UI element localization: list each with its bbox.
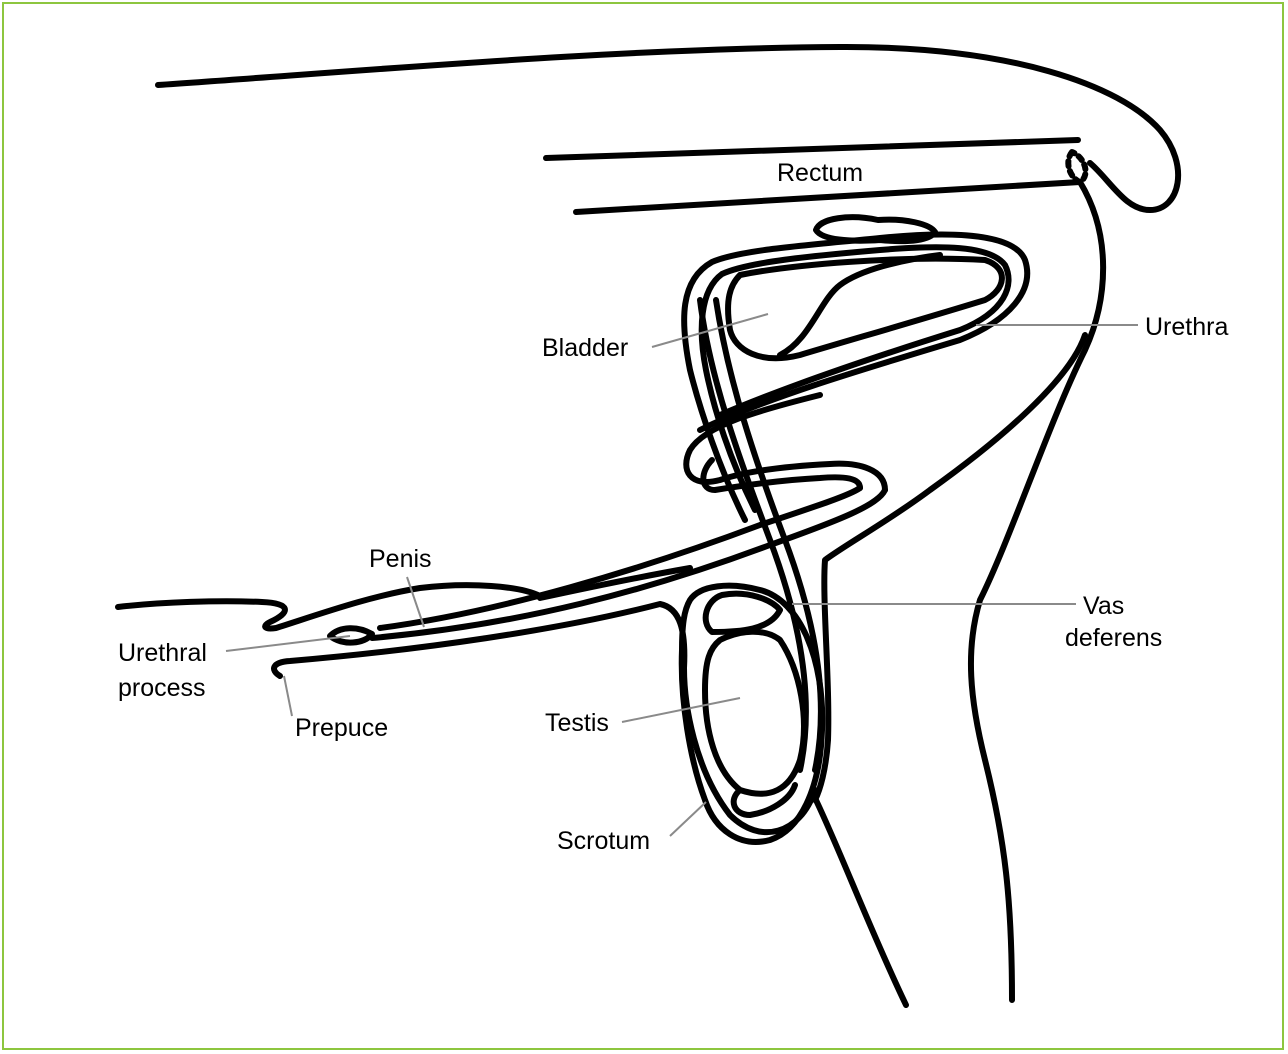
label-vas-deferens-line1: Vas [1083,592,1124,620]
label-prepuce: Prepuce [295,714,388,742]
label-urethral-process-line1: Urethral [118,639,207,667]
label-vas-deferens-line2: deferens [1065,624,1162,652]
label-penis: Penis [369,545,432,573]
accessory-gland-outline [816,217,935,241]
urethral-process-leader [226,636,350,651]
anatomy-outlines [118,47,1178,1005]
urethral-process-outline [330,628,372,642]
label-rectum: Rectum [777,159,863,187]
penis-leader [407,577,424,627]
anus-ring [1068,152,1085,182]
label-urethra: Urethra [1145,313,1228,341]
label-scrotum: Scrotum [557,827,650,855]
label-bladder: Bladder [542,334,628,362]
label-testis: Testis [545,709,609,737]
hind-leg-lower-outline [815,798,906,1005]
prepuce-leader [284,676,292,716]
rear-leg-front-outline [815,335,1085,800]
epididymis-tail-outline [734,785,795,815]
scrotum-leader [670,802,706,836]
labels: Rectum Bladder Urethra Penis Urethral pr… [118,159,1228,855]
testis-outline [705,632,804,794]
label-urethral-process-line2: process [118,674,206,702]
rectum-upper-wall [546,140,1078,158]
rear-leg-back-outline [971,182,1103,1000]
epididymis-outline [706,594,780,632]
